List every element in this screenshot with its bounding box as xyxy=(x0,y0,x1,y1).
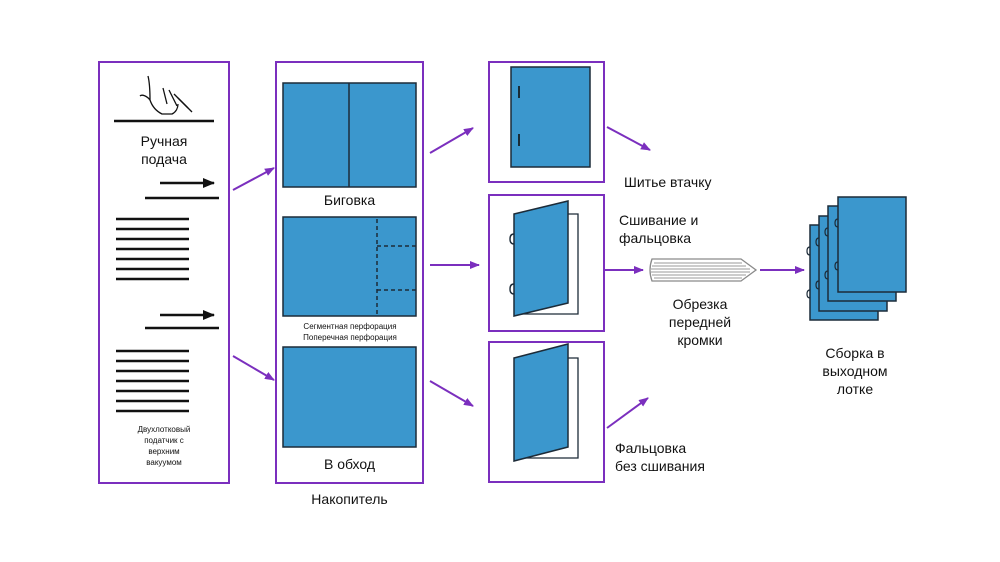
stitch-fold-frame xyxy=(488,194,605,332)
flow-arrow xyxy=(606,126,651,151)
trim-label: Обрезка передней кромки xyxy=(668,296,732,348)
accumulator-label: Накопитель xyxy=(311,491,388,507)
output-stack xyxy=(806,196,907,321)
stitched-booklet xyxy=(509,200,579,317)
perforation-sheet xyxy=(282,216,417,317)
vacuum-feeder-label: Двухлотковый податчик с верхним вакуумом xyxy=(137,425,191,467)
segment-perforation-label: Сегментная перфорация xyxy=(303,322,397,331)
crease-label: Биговка xyxy=(323,192,376,208)
trim-roller-icon xyxy=(649,258,758,282)
manual-feed-label: Ручная подача xyxy=(140,133,188,167)
bypass-sheet xyxy=(282,346,417,448)
paper-stack-icon xyxy=(116,217,189,281)
accumulator-frame xyxy=(275,61,424,484)
feeder-frame xyxy=(98,61,230,484)
hand-icon xyxy=(139,75,193,115)
staple-icon xyxy=(509,233,515,295)
stitch-fold-label: Сшивание и фальцовка xyxy=(619,212,699,246)
staple-icon xyxy=(806,218,839,299)
cross-perforation-label: Поперечная перфорация xyxy=(303,333,397,342)
paper-stack-icon xyxy=(116,349,189,413)
perforation-lines xyxy=(376,219,416,314)
flow-arrow xyxy=(232,167,275,191)
saddle-stitch-sheet xyxy=(510,66,591,168)
output-label: Сборка в выходном лотке xyxy=(822,345,888,397)
bypass-label: В обход xyxy=(323,456,376,472)
flow-arrow xyxy=(606,397,649,429)
fold-only-label: Фальцовка без сшивания xyxy=(615,440,705,474)
saddle-stitch-label: Шитье втачку xyxy=(624,174,712,190)
flow-arrow xyxy=(429,380,474,407)
flow-arrow xyxy=(232,355,275,381)
saddle-stitch-frame xyxy=(488,61,605,183)
folded-booklet xyxy=(513,343,579,462)
flow-arrow xyxy=(429,127,474,154)
fold-only-frame xyxy=(488,341,605,483)
